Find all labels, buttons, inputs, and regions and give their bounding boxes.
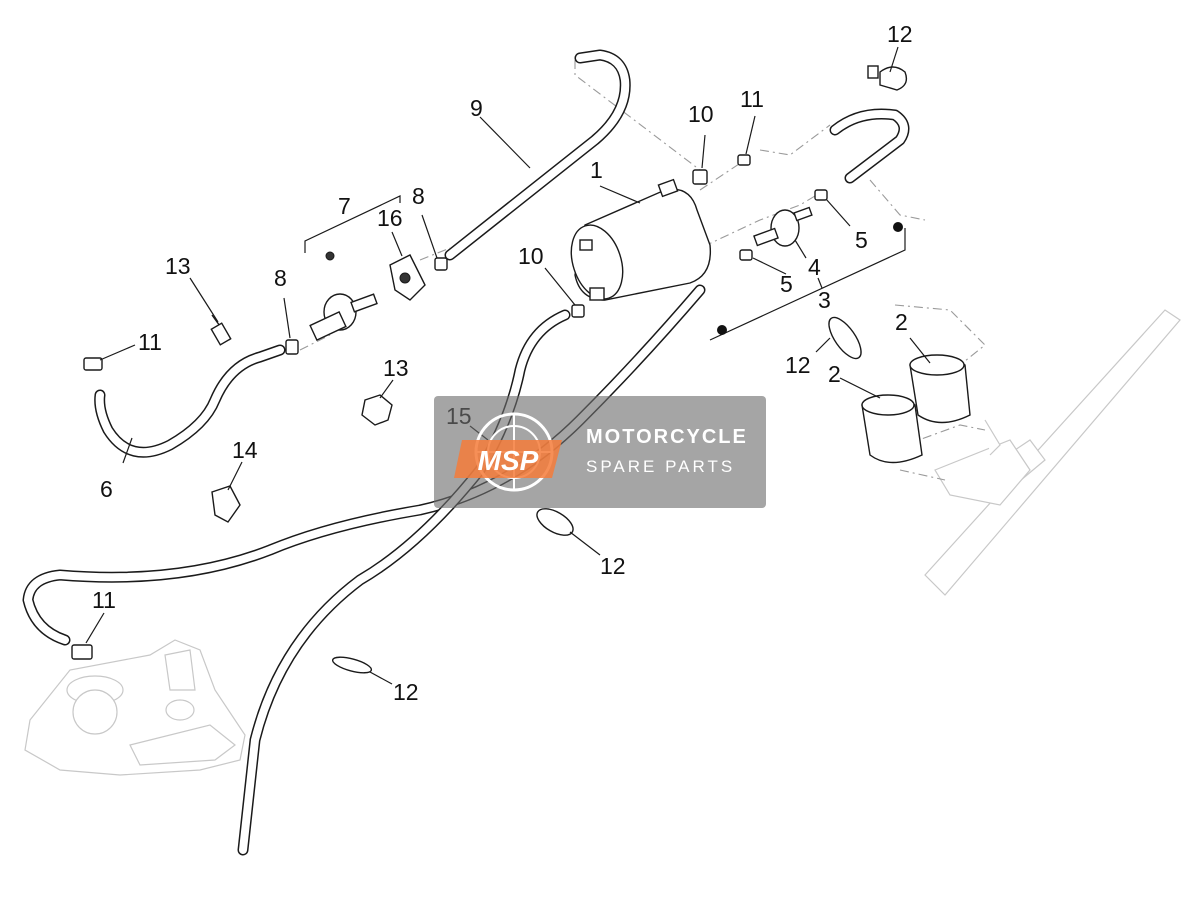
callout-15: 14 <box>232 437 258 463</box>
callout-13-a: 12 <box>887 21 913 47</box>
callout-2-b: 2 <box>895 309 908 335</box>
clip-part-15 <box>211 485 241 523</box>
valve-part-7 <box>309 251 378 341</box>
callout-5-b: 5 <box>780 271 793 297</box>
mount-ring-2-b <box>909 354 971 424</box>
canister-filter-part-1 <box>570 178 712 301</box>
callout-13-b: 13 <box>165 253 191 279</box>
fuel-tank-ghost <box>24 639 246 776</box>
valve-part-4 <box>753 206 813 247</box>
hose-6 <box>94 344 286 458</box>
callout-8-a: 8 <box>412 183 425 209</box>
frame-tube-ghost <box>924 309 1181 596</box>
callout-11-c: 11 <box>92 587 116 613</box>
callout-11-b: 11 <box>138 329 162 355</box>
callout-12-a: 12 <box>785 352 811 378</box>
callout-2-a: 2 <box>828 361 841 387</box>
watermark-banner: MSP MOTORCYCLE SPARE PARTS <box>434 396 766 508</box>
callout-12-b: 12 <box>600 553 626 579</box>
bracket-lines <box>304 195 906 341</box>
callout-10-b: 10 <box>518 243 544 269</box>
clip-part-14 <box>361 394 393 426</box>
callout-4: 4 <box>808 254 821 280</box>
callout-5-a: 5 <box>855 227 868 253</box>
watermark-line-2: SPARE PARTS <box>586 457 736 476</box>
bracket-part-17 <box>389 254 426 301</box>
band-clamp-12-c <box>331 656 373 674</box>
callout-8-b: 8 <box>274 265 287 291</box>
callout-3: 3 <box>818 287 831 313</box>
watermark-line-1: MOTORCYCLE <box>586 426 748 448</box>
msp-logo-icon: MSP <box>454 412 562 492</box>
clamp-13-top <box>867 65 908 91</box>
hose-9 <box>444 49 631 261</box>
mount-ring-2-a <box>861 394 923 464</box>
callout-14: 13 <box>383 355 409 381</box>
callout-6: 6 <box>100 476 113 502</box>
callout-11-a: 11 <box>740 86 764 112</box>
hose-right-u <box>829 108 910 184</box>
callout-labels: 1 2 2 3 4 5 5 6 7 8 8 9 10 10 11 11 11 1… <box>92 21 913 705</box>
callout-10-a: 10 <box>688 101 714 127</box>
clamp-screw-13-left <box>210 314 232 346</box>
callout-17: 16 <box>377 205 403 231</box>
callout-9: 9 <box>470 95 483 121</box>
callout-12-c: 12 <box>393 679 419 705</box>
msp-logo-text: MSP <box>478 445 539 476</box>
callout-1: 1 <box>590 157 603 183</box>
callout-7: 7 <box>338 193 351 219</box>
band-clamp-12-b <box>536 508 574 536</box>
leader-lines <box>85 46 931 685</box>
small-connectors <box>71 154 828 660</box>
band-clamp-12-a <box>828 316 862 360</box>
